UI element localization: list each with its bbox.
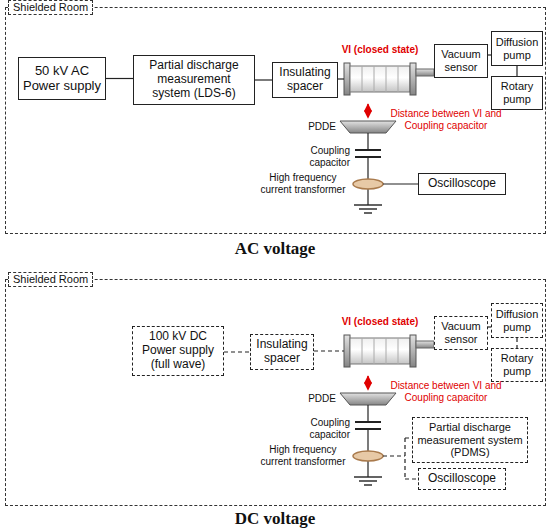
spacer-wire (314, 350, 344, 351)
room-heading: Shielded Room (8, 272, 93, 287)
vi-rib (398, 66, 399, 92)
connector-line (516, 66, 517, 76)
connector-line (255, 79, 272, 80)
box-label: Partial discharge measurement system (PD… (416, 421, 524, 459)
room-heading: Shielded Room (8, 0, 93, 15)
vi-rib (362, 66, 363, 92)
spacer-wire (338, 78, 344, 79)
hfct-ring (353, 179, 383, 189)
connector-line (224, 351, 250, 352)
box-label: Diffusion pump (495, 36, 539, 61)
box-label: Rotary pump (495, 80, 539, 105)
equipment-box: Rotary pump (491, 348, 543, 382)
vi-rod (416, 69, 434, 76)
vi-label: VI (closed state) (335, 316, 425, 328)
vi-rib (386, 66, 387, 92)
box-label: Oscilloscope (428, 177, 496, 191)
distance-arrow (367, 104, 368, 118)
vi-label: VI (closed state) (335, 44, 425, 56)
capacitor-label: Coupling capacitor (294, 417, 350, 441)
ground-symbol (354, 204, 382, 205)
vi-rib (374, 66, 375, 92)
distance-label: Distance between VI and Coupling capacit… (380, 380, 512, 404)
connector-line (106, 78, 133, 79)
vi-flange (410, 63, 416, 95)
panel-caption: DC voltage (0, 509, 550, 529)
panel-caption: AC voltage (0, 239, 550, 259)
equipment-box: Insulating spacer (250, 334, 314, 370)
box-label: Rotary pump (495, 352, 539, 377)
equipment-box: Diffusion pump (491, 31, 543, 66)
box-label: 100 kV DC Power supply (full wave) (136, 330, 220, 371)
box-label: Diffusion pump (495, 308, 539, 333)
hfct-label: High frequency current transformer (256, 444, 350, 468)
equipment-box: Diffusion pump (491, 303, 543, 338)
box-label: Insulating spacer (276, 66, 334, 94)
box-label: Vacuum sensor (438, 320, 484, 345)
connector-line (516, 338, 517, 348)
equipment-box: Insulating spacer (272, 62, 338, 98)
capacitor-plate (355, 149, 381, 151)
pdde-electrode (340, 121, 396, 133)
hfct-label: High frequency current transformer (256, 172, 350, 196)
pdde-label: PDDE (300, 121, 336, 133)
pdde-label: PDDE (300, 393, 336, 405)
box-label: Partial discharge measurement system (LD… (137, 59, 251, 100)
equipment-box: Oscilloscope (418, 468, 506, 490)
ground-wire (367, 133, 368, 150)
signal-wire (383, 183, 418, 184)
equipment-box: Partial discharge measurement system (PD… (412, 417, 528, 463)
vi-flange (344, 63, 350, 95)
box-label: Insulating spacer (254, 338, 310, 366)
distance-label: Distance between VI and Coupling capacit… (380, 108, 512, 132)
box-label: Vacuum sensor (438, 48, 484, 73)
equipment-box: Vacuum sensor (434, 316, 488, 350)
equipment-box: 100 kV DC Power supply (full wave) (132, 326, 224, 376)
equipment-box: Rotary pump (491, 76, 543, 110)
equipment-box: Vacuum sensor (434, 44, 488, 78)
equipment-box: Partial discharge measurement system (LD… (133, 55, 255, 105)
equipment-box: 50 kV AC Power supply (18, 57, 106, 100)
vi-body (350, 66, 410, 92)
box-label: 50 kV AC Power supply (22, 64, 102, 94)
ground-symbol (359, 208, 377, 209)
equipment-box: Oscilloscope (418, 173, 506, 195)
box-label: Oscilloscope (428, 472, 496, 486)
ground-symbol (364, 212, 372, 213)
capacitor-label: Coupling capacitor (294, 145, 350, 169)
